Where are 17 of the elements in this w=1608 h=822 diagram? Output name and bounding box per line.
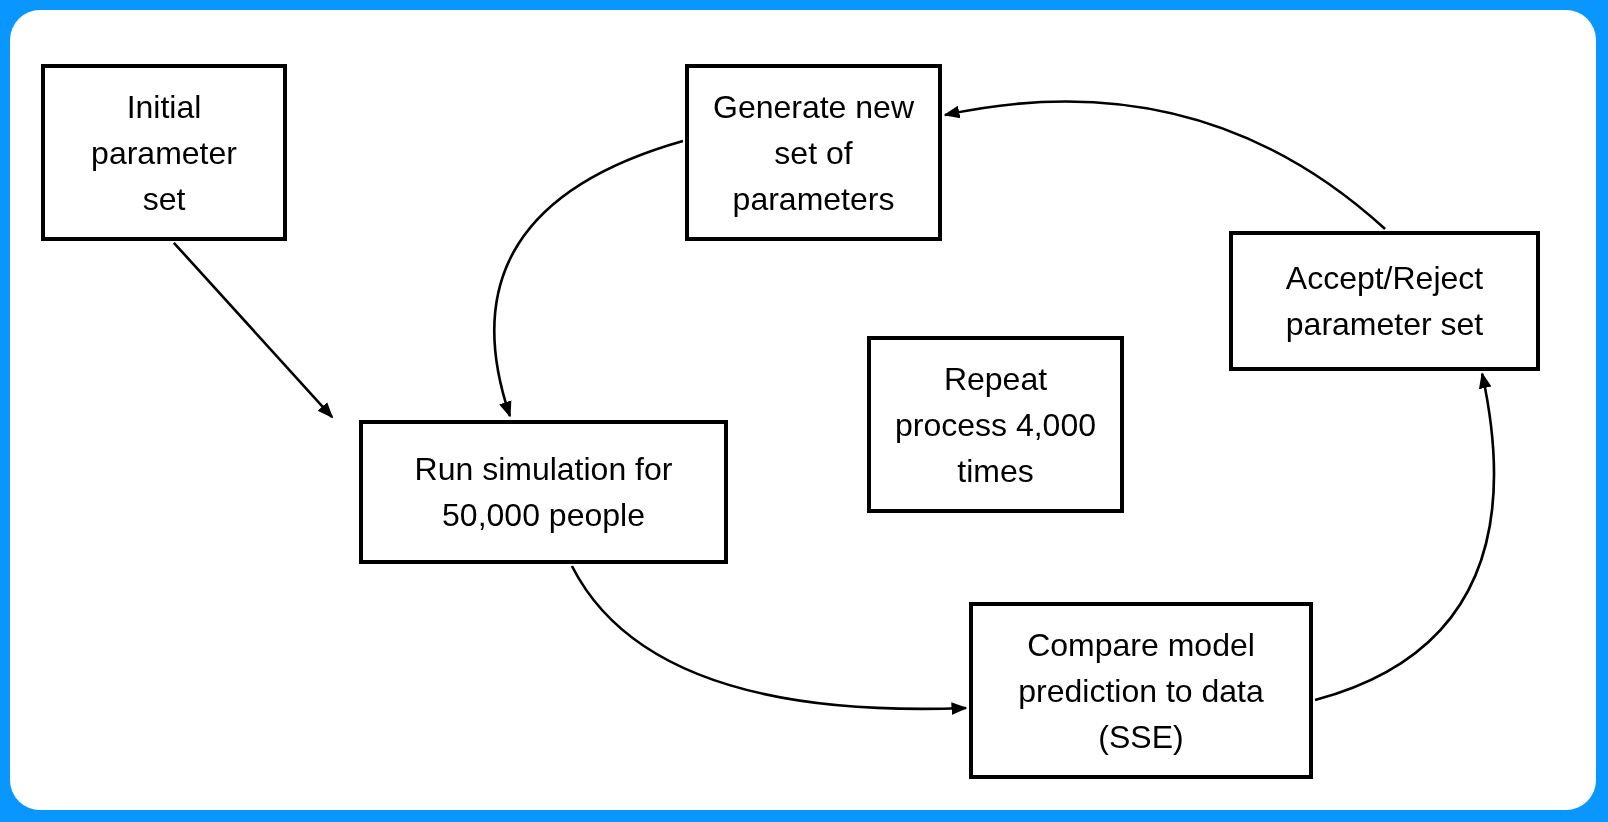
process-box xyxy=(359,420,728,564)
arrow xyxy=(493,139,684,418)
arrow xyxy=(172,241,334,419)
arrow xyxy=(943,100,1386,231)
box-label: Accept/Reject parameter set xyxy=(1284,259,1485,344)
arrow xyxy=(1314,372,1495,702)
arrow xyxy=(570,565,968,715)
box-label: Generate new set of parameters xyxy=(712,87,915,219)
box-label: Repeat process 4,000 times xyxy=(894,359,1097,491)
process-box xyxy=(1229,231,1540,371)
process-box xyxy=(685,64,942,241)
box-label: Compare model prediction to data (SSE) xyxy=(1017,625,1265,757)
box-label: Initial parameter set xyxy=(90,87,238,219)
box-label: Run simulation for 50,000 people xyxy=(413,450,674,535)
process-box xyxy=(867,336,1124,513)
process-box xyxy=(969,602,1313,779)
process-box xyxy=(41,64,287,241)
